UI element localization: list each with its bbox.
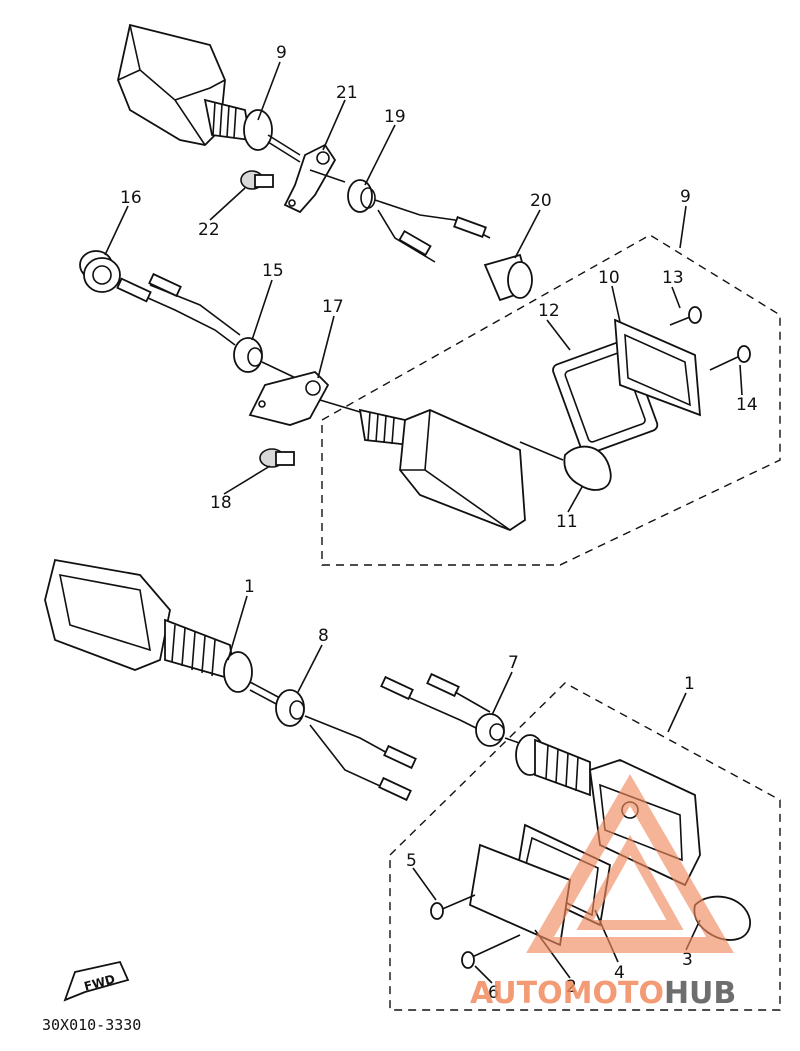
lens-kit-group-outline [321, 234, 781, 566]
label-part-8: 8 [318, 626, 329, 646]
front-left-signal-assembly [44, 558, 417, 802]
automotohub-watermark: AUTOMOTOHUB [470, 774, 736, 1011]
label-part-12: 12 [538, 301, 560, 321]
watermark-part2: HUB [664, 976, 736, 1011]
label-part-14: 14 [736, 395, 758, 415]
label-part-11: 11 [556, 512, 578, 532]
lens-kit-parts [552, 306, 751, 491]
drawing-code: 30X010-3330 [42, 1016, 141, 1034]
label-part-1-top: 1 [244, 577, 255, 597]
watermark-part1: AUTOMOTO [470, 976, 664, 1011]
svg-text:AUTOMOTOHUB: AUTOMOTOHUB [470, 976, 736, 1011]
label-part-4: 4 [614, 963, 625, 983]
label-part-1-group: 1 [684, 674, 695, 694]
label-part-15: 15 [262, 261, 284, 281]
label-part-10: 10 [598, 268, 620, 288]
forward-arrow-icon: FWD [63, 960, 130, 1002]
rear-right-signal-assembly [116, 272, 526, 532]
leader-lines [104, 61, 743, 984]
label-part-2: 2 [566, 977, 577, 997]
front-lens-kit-group-outline [389, 682, 781, 1011]
label-part-16: 16 [120, 188, 142, 208]
label-part-9-top: 9 [276, 43, 287, 63]
label-part-18: 18 [210, 493, 232, 513]
label-part-17: 17 [322, 297, 344, 317]
rear-left-signal-assembly [79, 23, 533, 302]
part-labels: 9 21 19 16 20 9 22 15 10 13 17 12 14 18 … [120, 43, 758, 1003]
label-part-22: 22 [198, 220, 220, 240]
label-part-7: 7 [508, 653, 519, 673]
label-part-19: 19 [384, 107, 406, 127]
label-part-6: 6 [488, 983, 499, 1003]
watermark-triangle-logo [526, 774, 734, 953]
label-part-20: 20 [530, 191, 552, 211]
label-part-21: 21 [336, 83, 358, 103]
label-part-3: 3 [682, 950, 693, 970]
label-part-13: 13 [662, 268, 684, 288]
label-part-5: 5 [406, 851, 417, 871]
label-part-9-group: 9 [680, 187, 691, 207]
